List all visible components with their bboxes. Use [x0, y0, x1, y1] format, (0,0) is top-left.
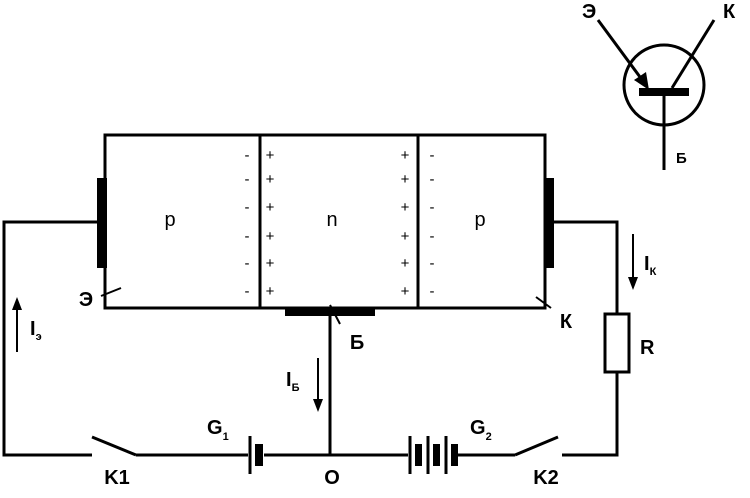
label-k1: K1	[104, 467, 130, 489]
charge-negative-left: -	[245, 199, 250, 216]
symbol-collector-lead	[670, 19, 716, 89]
wire-collector-bottom	[562, 372, 619, 457]
charge-negative-right: -	[430, 171, 435, 188]
battery-g1	[248, 436, 263, 474]
label-current-collector: IК	[644, 253, 657, 278]
leader-emitter	[100, 287, 122, 297]
label-collector: К	[560, 311, 573, 333]
charge-negative-left: -	[245, 283, 250, 300]
arrow-ik	[628, 234, 638, 290]
charge-negative-right: -	[430, 255, 435, 272]
charge-markers: ------++++++++++++------	[245, 147, 435, 300]
wire-collector-top	[554, 220, 619, 314]
label-g2: G2	[470, 417, 492, 443]
leader-base	[329, 304, 341, 325]
charge-positive-left: +	[266, 199, 275, 216]
charge-positive-left: +	[266, 283, 275, 300]
symbol-emitter-lead	[596, 19, 642, 78]
charge-positive-left: +	[266, 147, 275, 164]
charge-positive-left: +	[266, 255, 275, 272]
charge-positive-right: +	[401, 171, 410, 188]
label-current-emitter: Iэ	[30, 318, 42, 343]
charge-positive-right: +	[401, 283, 410, 300]
region-p-right: p	[474, 209, 485, 231]
transistor-symbol: Э К Б	[582, 1, 736, 170]
charge-positive-left: +	[266, 171, 275, 188]
arrow-ie	[12, 297, 22, 352]
charge-negative-right: -	[430, 147, 435, 164]
resistor	[603, 312, 631, 374]
label-emitter: Э	[79, 289, 93, 311]
emitter-contact	[97, 178, 107, 268]
base-contact	[285, 307, 375, 316]
region-n: n	[326, 209, 337, 231]
charge-negative-right: -	[430, 199, 435, 216]
leader-collector	[535, 296, 552, 309]
charge-positive-left: +	[266, 228, 275, 245]
charge-negative-left: -	[245, 228, 250, 245]
symbol-label-collector: К	[723, 1, 736, 23]
charge-positive-right: +	[401, 228, 410, 245]
wire-emitter-loop	[2, 220, 99, 457]
charge-positive-right: +	[401, 199, 410, 216]
symbol-label-emitter: Э	[582, 1, 596, 23]
charge-negative-left: -	[245, 147, 250, 164]
charge-negative-left: -	[245, 255, 250, 272]
label-node-o: O	[324, 467, 340, 489]
region-p-left: p	[164, 209, 175, 231]
switch-k1	[91, 435, 137, 457]
charge-negative-right: -	[430, 228, 435, 245]
charge-positive-right: +	[401, 255, 410, 272]
collector-contact	[544, 178, 554, 268]
symbol-label-base: Б	[676, 150, 687, 167]
charge-negative-left: -	[245, 171, 250, 188]
label-current-base: IБ	[286, 369, 300, 394]
label-k2: K2	[533, 467, 559, 489]
arrow-ib	[313, 358, 323, 412]
label-g1: G1	[207, 417, 229, 443]
battery-g2	[408, 436, 458, 474]
charge-positive-right: +	[401, 147, 410, 164]
label-resistor: R	[640, 337, 655, 359]
switch-k2	[514, 435, 559, 457]
symbol-base-bar	[639, 88, 689, 96]
charge-negative-right: -	[430, 283, 435, 300]
circuit-wires	[2, 220, 619, 457]
symbol-emitter-arrow	[634, 72, 649, 90]
label-base: Б	[350, 332, 364, 354]
